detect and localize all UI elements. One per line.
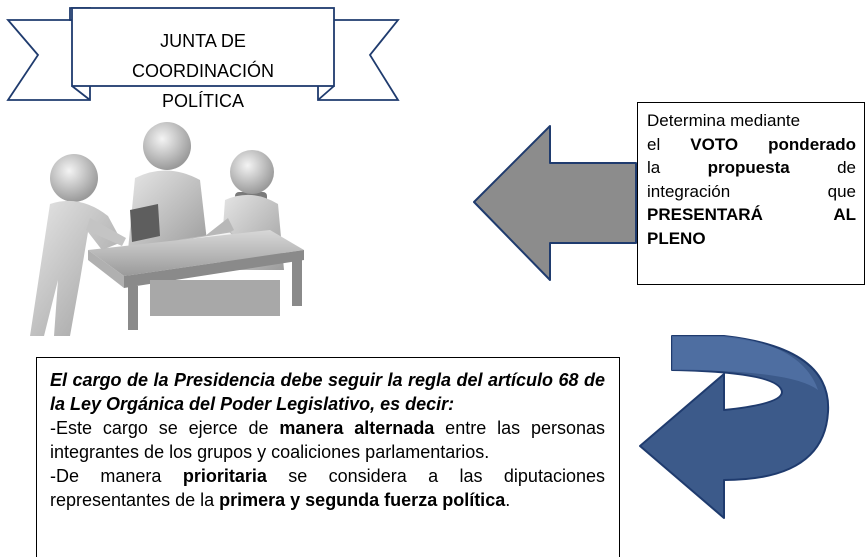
banner-title-line2: POLÍTICA <box>161 91 245 111</box>
meeting-people-illustration <box>30 122 304 336</box>
vote-text: Determina mediante <box>647 111 801 130</box>
vote-line-5: PRESENTARÁ AL <box>647 203 856 227</box>
vote-text: que <box>827 181 856 201</box>
rule-text: . <box>505 490 511 510</box>
table-leg <box>292 258 302 306</box>
presidency-rule-2: -De manera prioritaria se considera a la… <box>50 464 605 512</box>
table-top <box>88 230 304 276</box>
rule-text: -Este cargo se ejerce de <box>50 418 280 438</box>
laptop <box>130 204 160 242</box>
presidency-rule-box: El cargo de la Presidencia debe seguir l… <box>36 357 620 557</box>
vote-bold: AL <box>833 205 856 224</box>
vote-bold: PLENO <box>647 228 706 248</box>
rule-text: -De manera <box>50 466 183 486</box>
vote-bold: VOTO ponderado <box>690 134 856 154</box>
vote-text: el <box>647 134 691 154</box>
vote-bold: propuesta <box>707 158 790 177</box>
vote-text: integración <box>647 181 731 201</box>
person-head <box>50 154 98 202</box>
rule-text: entre las personas integrantes de los gr… <box>50 418 605 462</box>
presidency-rule-1: -Este cargo se ejerce de manera alternad… <box>50 416 605 464</box>
person-head <box>143 122 191 170</box>
vote-line-3: la propuesta de <box>647 156 856 180</box>
rule-text: se considera a las diputaciones represen… <box>50 466 605 510</box>
presidency-intro: El cargo de la Presidencia debe seguir l… <box>50 370 605 414</box>
rule-bold: prioritaria <box>182 466 267 486</box>
banner-title: JUNTA DE COORDINACIÓN POLÍTICA <box>92 26 314 116</box>
vote-line-4: integración que <box>647 180 856 204</box>
vote-text: la <box>647 158 661 177</box>
curved-return-arrow <box>639 335 830 519</box>
rule-bold: manera alternada <box>279 418 435 438</box>
banner-title-line1: JUNTA DE COORDINACIÓN <box>131 31 274 81</box>
vote-bold: PRESENTARÁ <box>647 205 763 224</box>
left-arrow <box>473 125 637 281</box>
vote-text: de <box>837 158 856 177</box>
person-head <box>230 150 274 194</box>
vote-line-6: PLENO <box>647 227 856 251</box>
vote-line-1: Determina mediante <box>647 109 856 133</box>
vote-line-2: el VOTO ponderado <box>647 133 856 157</box>
table-leg <box>128 286 138 330</box>
rule-bold: primera y segunda fuerza política <box>219 490 506 510</box>
vote-box: Determina mediante el VOTO ponderado la … <box>637 102 865 285</box>
